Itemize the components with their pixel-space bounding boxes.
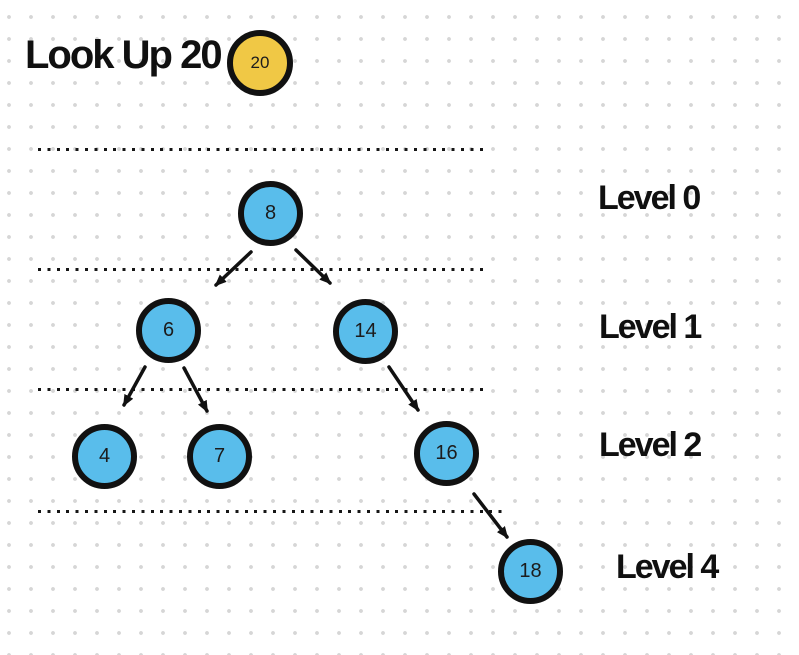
tree-node-value: 14 bbox=[354, 320, 377, 342]
level-label-1: Level 1 bbox=[599, 308, 702, 346]
tree-node-value: 7 bbox=[213, 445, 226, 467]
tree-node-value: 18 bbox=[519, 560, 542, 582]
tree-node-14: 14 bbox=[333, 299, 398, 364]
tree-node-value: 6 bbox=[162, 319, 175, 341]
tree-node-value: 16 bbox=[435, 442, 458, 464]
tree-node-8: 8 bbox=[238, 181, 303, 246]
edge-8-14 bbox=[294, 248, 332, 285]
tree-node-value: 4 bbox=[98, 445, 111, 467]
level-separator-0 bbox=[38, 148, 488, 151]
level-separator-3 bbox=[38, 510, 508, 513]
level-separator-1 bbox=[38, 268, 486, 271]
page-title: Look Up 20 bbox=[25, 33, 223, 77]
tree-node-4: 4 bbox=[72, 424, 137, 489]
level-label-0: Level 0 bbox=[598, 179, 701, 217]
lookup-target-node: 20 bbox=[227, 30, 293, 96]
tree-node-6: 6 bbox=[136, 298, 201, 363]
tree-node-7: 7 bbox=[187, 424, 252, 489]
tree-node-18: 18 bbox=[498, 539, 563, 604]
edge-16-18 bbox=[472, 492, 509, 539]
tree-node-16: 16 bbox=[414, 421, 479, 486]
edge-6-4 bbox=[122, 365, 147, 407]
level-label-2: Level 2 bbox=[599, 426, 702, 464]
lookup-target-value: 20 bbox=[250, 53, 270, 72]
level-label-3: Level 4 bbox=[616, 548, 719, 586]
level-separator-2 bbox=[38, 388, 486, 391]
tree-node-value: 8 bbox=[264, 202, 277, 224]
